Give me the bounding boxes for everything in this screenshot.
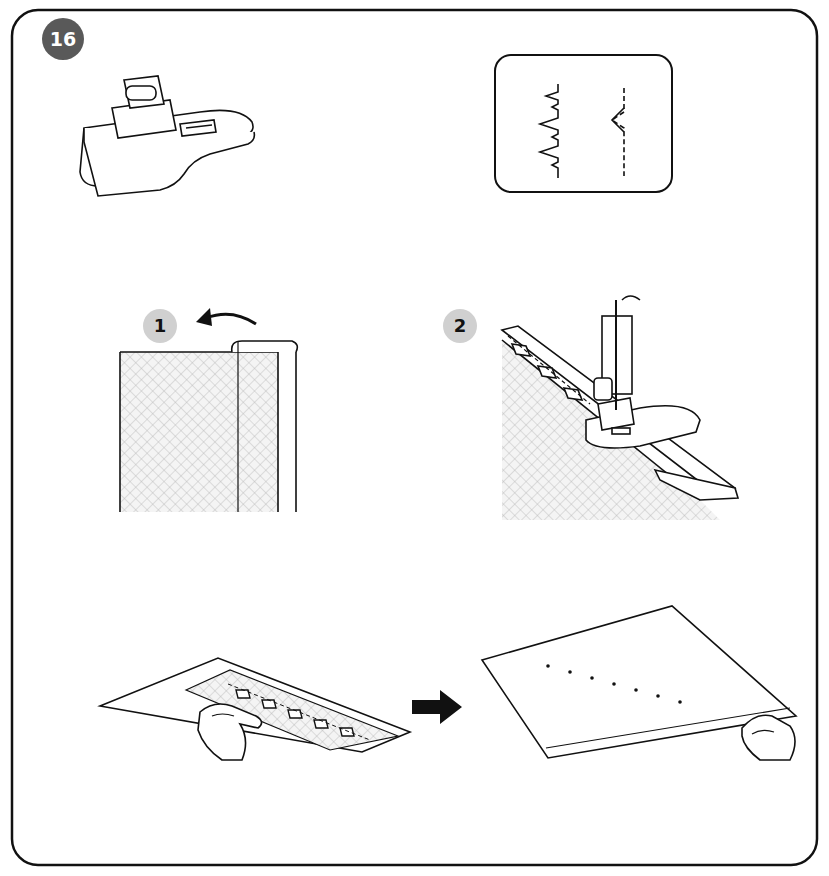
callout-number: 2 — [443, 309, 477, 343]
sewing-step-illustration — [502, 296, 738, 520]
result-arrow — [412, 690, 462, 724]
frame — [12, 10, 817, 865]
step-badge: 16 — [42, 18, 84, 60]
finished-hem-illustration — [482, 606, 796, 760]
callout-text: 2 — [454, 317, 467, 335]
stitch-pattern-icon — [495, 55, 672, 192]
callout-text: 16 — [50, 30, 76, 49]
callout-text: 1 — [154, 317, 167, 335]
fold-step-illustration — [118, 308, 300, 520]
zigzag-foot — [80, 76, 254, 196]
unfold-illustration — [100, 658, 462, 760]
callout-number: 1 — [143, 309, 177, 343]
